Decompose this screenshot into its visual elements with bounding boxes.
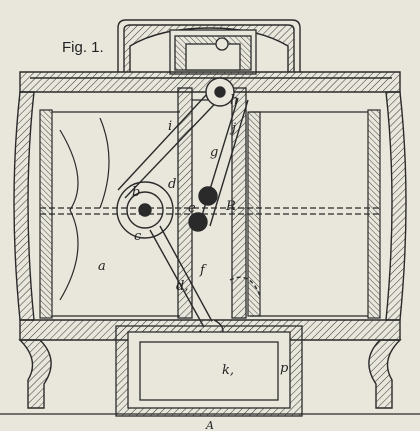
label-b: b [132, 185, 140, 200]
label-R: R [225, 199, 236, 214]
label-a: a [98, 259, 106, 274]
label-e: e [188, 201, 196, 216]
label-i: i [168, 119, 172, 134]
horizontal-shaft [40, 207, 380, 215]
central-column [177, 87, 247, 319]
upper-valve-chamber [169, 29, 257, 75]
label-h: h [230, 93, 238, 108]
label-g: g [210, 145, 218, 160]
label-j: j [229, 121, 236, 136]
label-f: f [199, 263, 207, 278]
figure-title: Fig. 1. [62, 39, 104, 56]
lower-chamber [115, 325, 303, 417]
label-A: A [205, 419, 214, 431]
label-c: c [134, 229, 142, 244]
label-d1: d, [176, 279, 188, 294]
crank-mechanism [116, 77, 261, 343]
label-p: p [280, 361, 289, 376]
label-k1: k, [222, 363, 234, 378]
label-d: d [168, 177, 176, 192]
